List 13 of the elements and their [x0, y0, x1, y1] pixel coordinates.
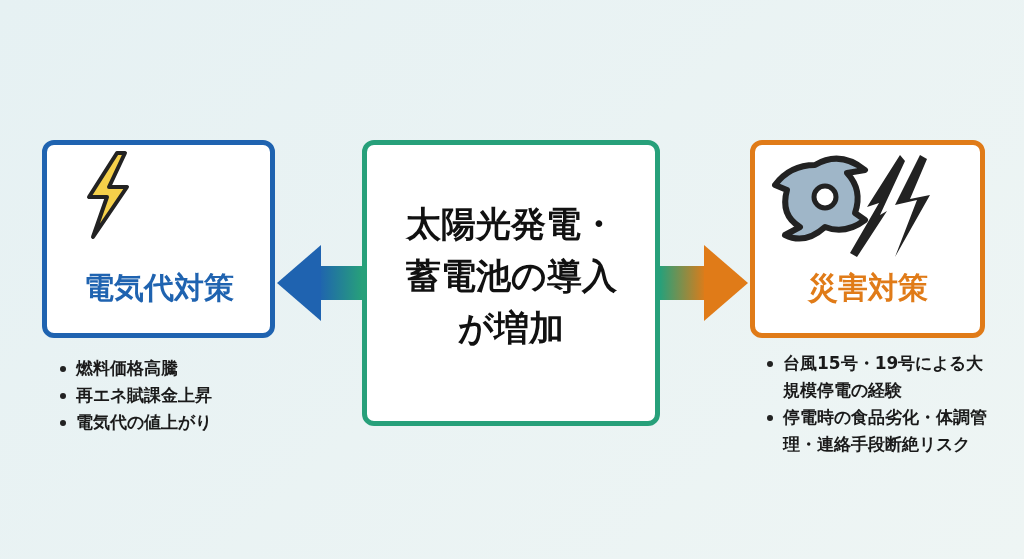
- bullet-text: 燃料価格高騰: [76, 358, 178, 378]
- text-box: [42, 140, 275, 338]
- bullet-text: 電気代の値上がり: [76, 412, 212, 432]
- bullet-text: 停電時の食品劣化・体調管理・連絡手段断絶リスク: [783, 407, 987, 454]
- arrow: [660, 245, 748, 321]
- main-text: 太陽光発電・蓄電池の導入が増加: [404, 203, 618, 350]
- text-box: [750, 140, 985, 338]
- heading-text: 災害対策: [806, 269, 929, 307]
- text-box: [362, 140, 660, 426]
- bullet-text: 再エネ賦課金上昇: [76, 385, 212, 405]
- heading-text: 電気代対策: [82, 269, 235, 307]
- bullet-text: 台風15号・19号による大規模停電の経験: [783, 353, 984, 400]
- arrow: [277, 245, 362, 321]
